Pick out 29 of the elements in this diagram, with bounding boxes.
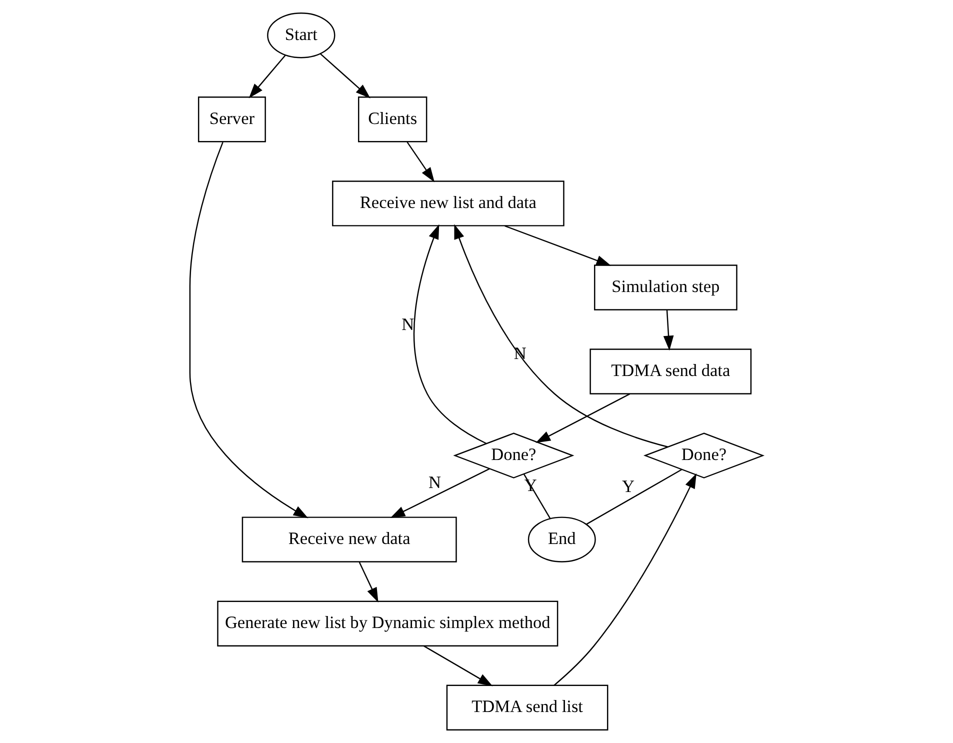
- node-diamond: Done?: [453, 432, 574, 478]
- node-box: Receive new data: [242, 516, 457, 562]
- arrow: [358, 562, 378, 602]
- node-ellipse: End: [528, 516, 596, 562]
- node-ellipse: Start: [267, 12, 336, 58]
- arrow: [536, 393, 630, 443]
- node-box: Server: [198, 96, 266, 142]
- arrow: [406, 142, 435, 182]
- arrow: [390, 468, 490, 518]
- edge-label: Y: [622, 477, 634, 496]
- arrow: [248, 54, 286, 98]
- connector: [586, 468, 682, 525]
- edge-label: N: [402, 315, 414, 334]
- arrow: [424, 646, 493, 686]
- node-box: Generate new list by Dynamic simplex method: [217, 600, 558, 646]
- arrow: [189, 142, 308, 518]
- node-box: TDMA send list: [446, 684, 608, 730]
- arrow: [320, 53, 370, 98]
- node-box: TDMA send data: [590, 348, 752, 394]
- node-box: Receive new list and data: [332, 180, 564, 226]
- node-box: Clients: [358, 96, 428, 142]
- node-diamond: Done?: [643, 432, 765, 478]
- node-box: Simulation step: [594, 264, 738, 310]
- arrow: [454, 224, 668, 448]
- arrow: [663, 310, 674, 351]
- arrow: [504, 225, 612, 266]
- arrow: [554, 473, 696, 686]
- edge-label: N: [428, 473, 441, 492]
- arrow: [414, 224, 487, 444]
